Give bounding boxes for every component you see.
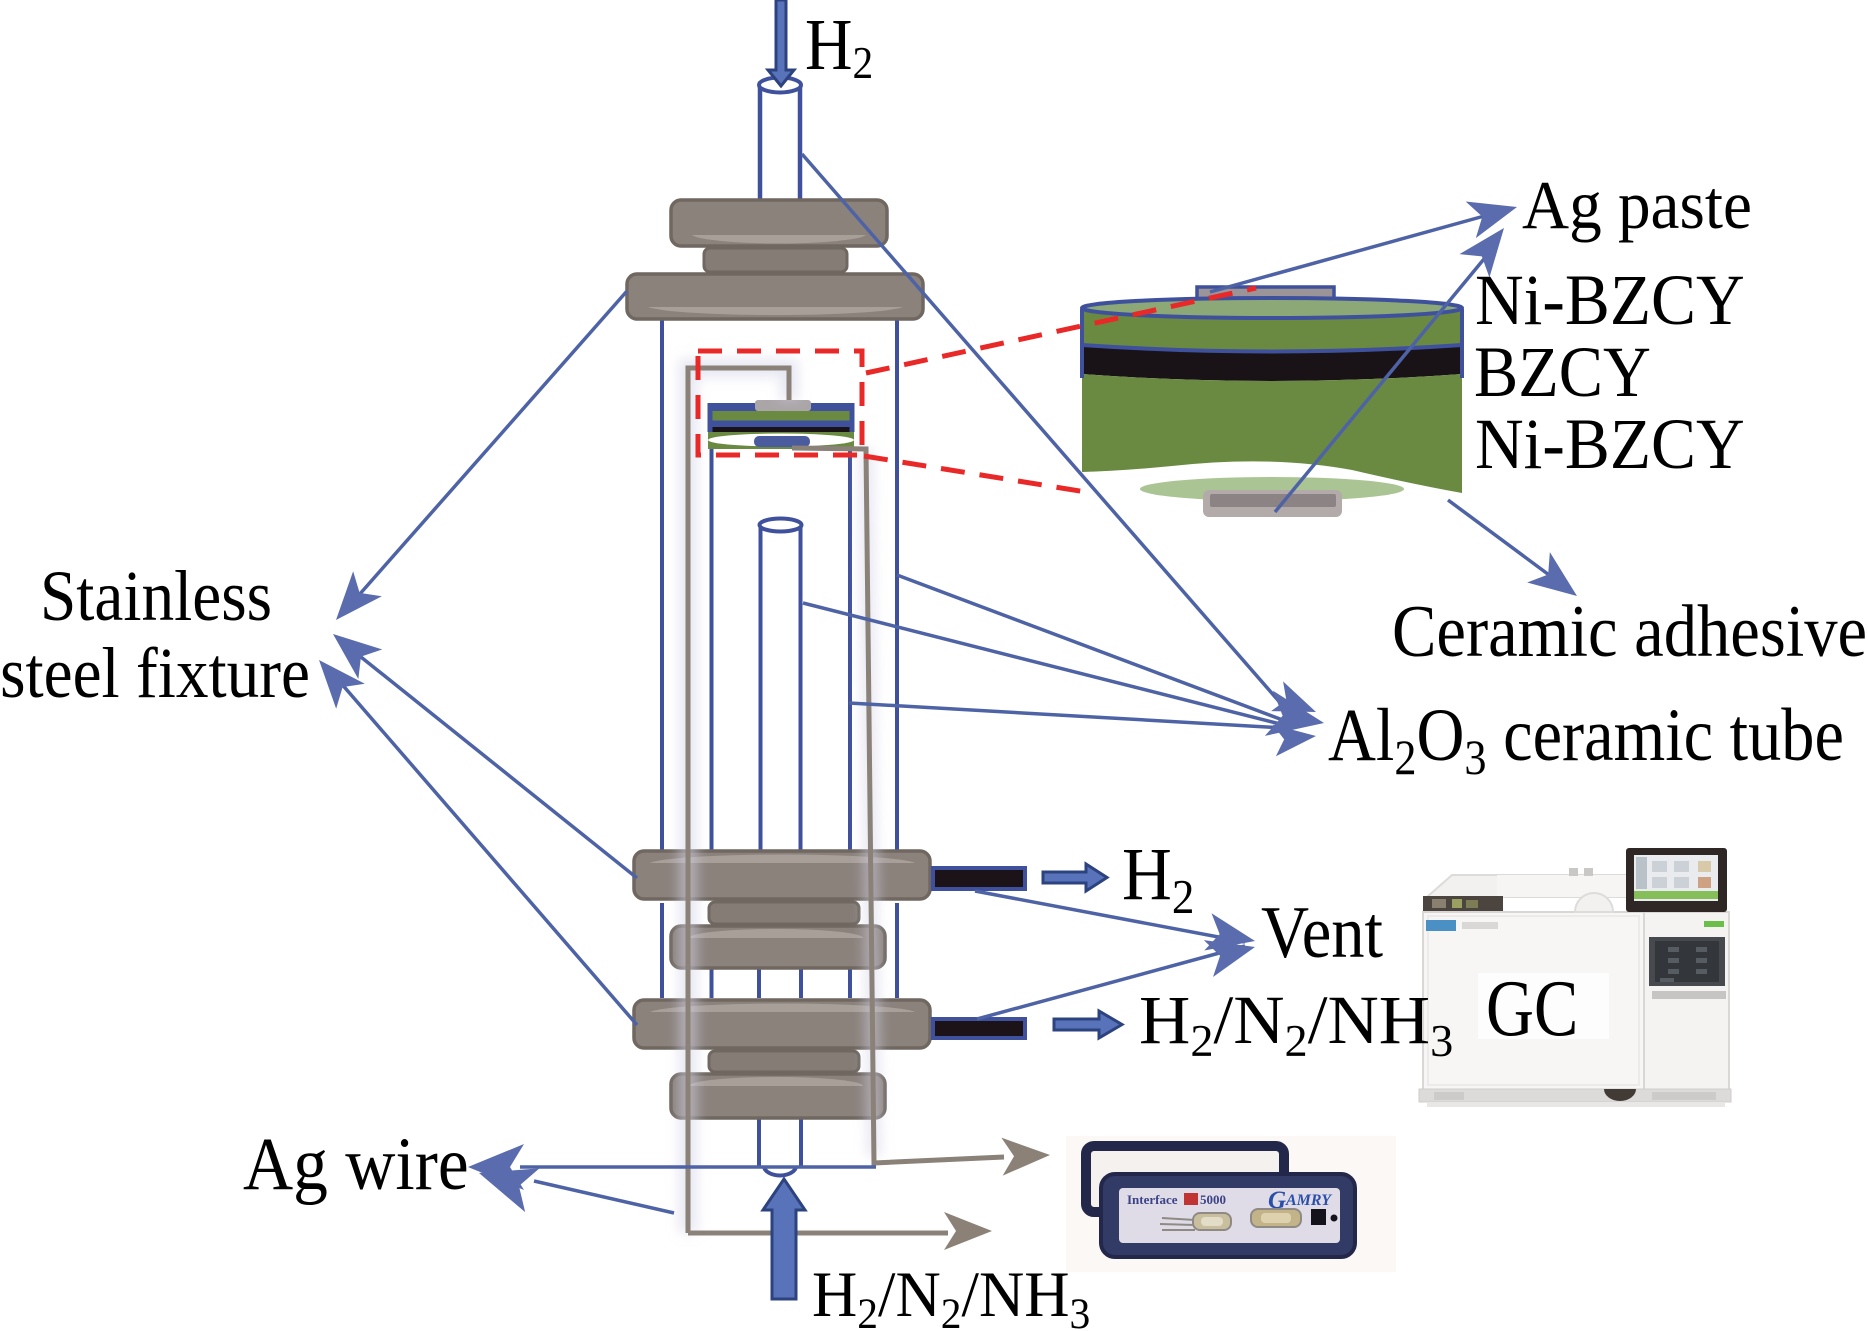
svg-text:Stainless: Stainless bbox=[40, 556, 272, 636]
svg-text:Vent: Vent bbox=[1261, 892, 1383, 974]
svg-text:Ag paste: Ag paste bbox=[1522, 166, 1752, 243]
svg-text:G: G bbox=[1268, 1187, 1286, 1214]
svg-text:5000: 5000 bbox=[1200, 1192, 1226, 1207]
svg-text:BZCY: BZCY bbox=[1474, 332, 1651, 412]
svg-text:Interface: Interface bbox=[1127, 1192, 1178, 1207]
svg-text:H2/N2/NH3: H2/N2/NH3 bbox=[812, 1258, 1090, 1331]
svg-text:steel fixture: steel fixture bbox=[0, 633, 310, 713]
svg-text:GC: GC bbox=[1486, 964, 1578, 1054]
svg-text:Ni-BZCY: Ni-BZCY bbox=[1475, 405, 1745, 485]
svg-text:Ceramic adhesive: Ceramic adhesive bbox=[1392, 591, 1867, 673]
svg-text:AMRY: AMRY bbox=[1285, 1192, 1332, 1209]
svg-text:Ag wire: Ag wire bbox=[243, 1121, 469, 1205]
svg-text:Ni-BZCY: Ni-BZCY bbox=[1475, 261, 1745, 341]
